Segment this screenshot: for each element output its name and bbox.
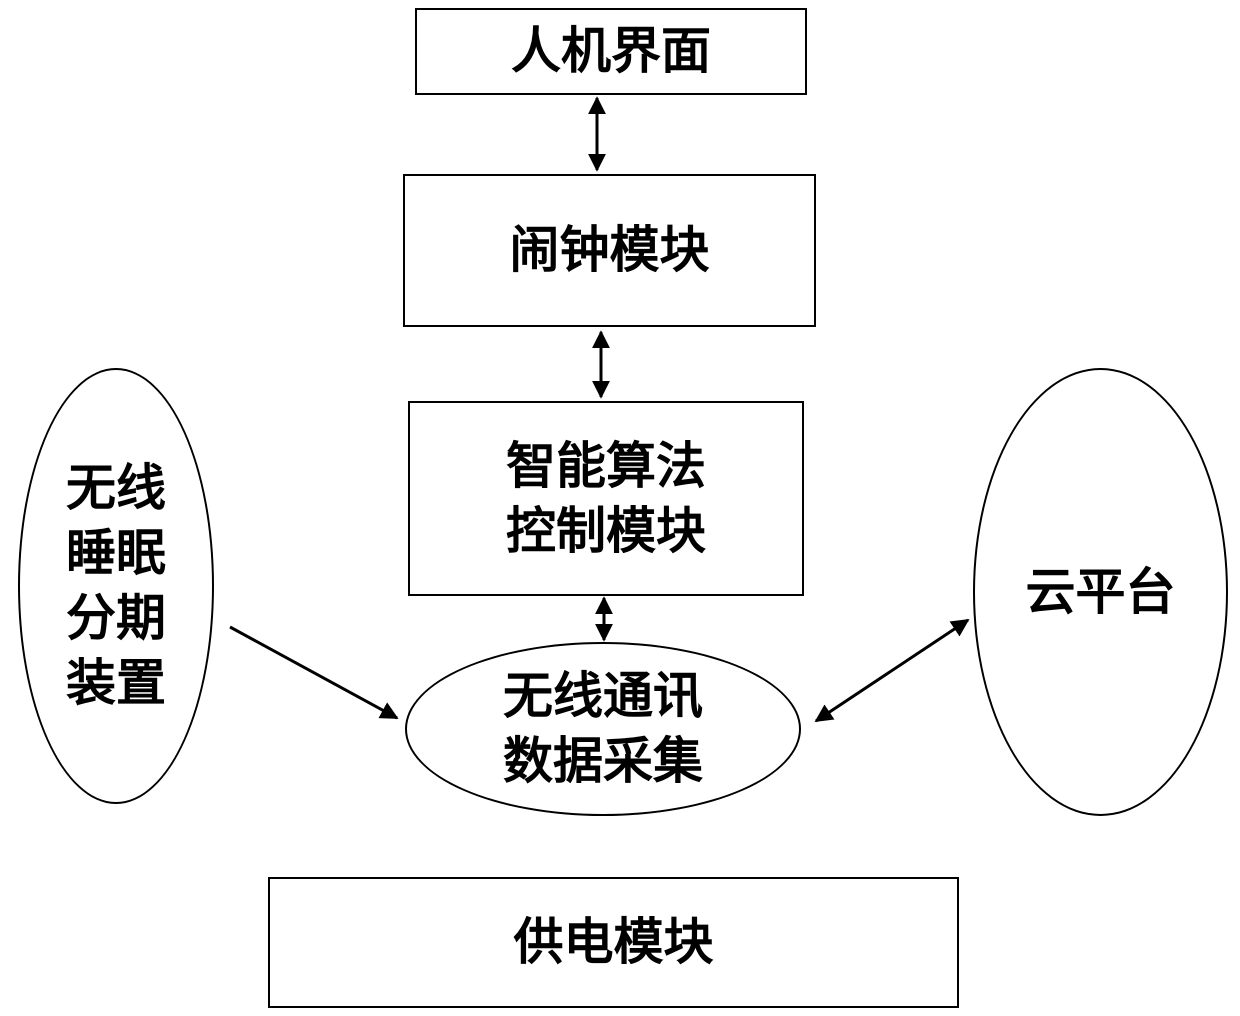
- arrow-sleep-comm: [230, 627, 397, 718]
- arrow-comm-cloud: [816, 620, 968, 721]
- algorithm-control-node: 智能算法 控制模块: [408, 401, 804, 596]
- wireless-comm-label: 无线通讯 数据采集: [503, 664, 703, 794]
- cloud-platform-label: 云平台: [1026, 560, 1176, 625]
- power-module-label: 供电模块: [514, 910, 714, 975]
- cloud-platform-node: 云平台: [973, 368, 1228, 816]
- hmi-node: 人机界面: [415, 8, 807, 95]
- hmi-label: 人机界面: [511, 19, 711, 84]
- algorithm-control-label: 智能算法 控制模块: [506, 434, 706, 564]
- alarm-module-node: 闹钟模块: [403, 174, 816, 327]
- sleep-staging-device-label: 无线 睡眠 分期 装置: [66, 456, 166, 716]
- sleep-staging-device-node: 无线 睡眠 分期 装置: [18, 368, 214, 804]
- power-module-node: 供电模块: [268, 877, 959, 1008]
- wireless-comm-node: 无线通讯 数据采集: [405, 642, 801, 816]
- alarm-module-label: 闹钟模块: [510, 218, 710, 283]
